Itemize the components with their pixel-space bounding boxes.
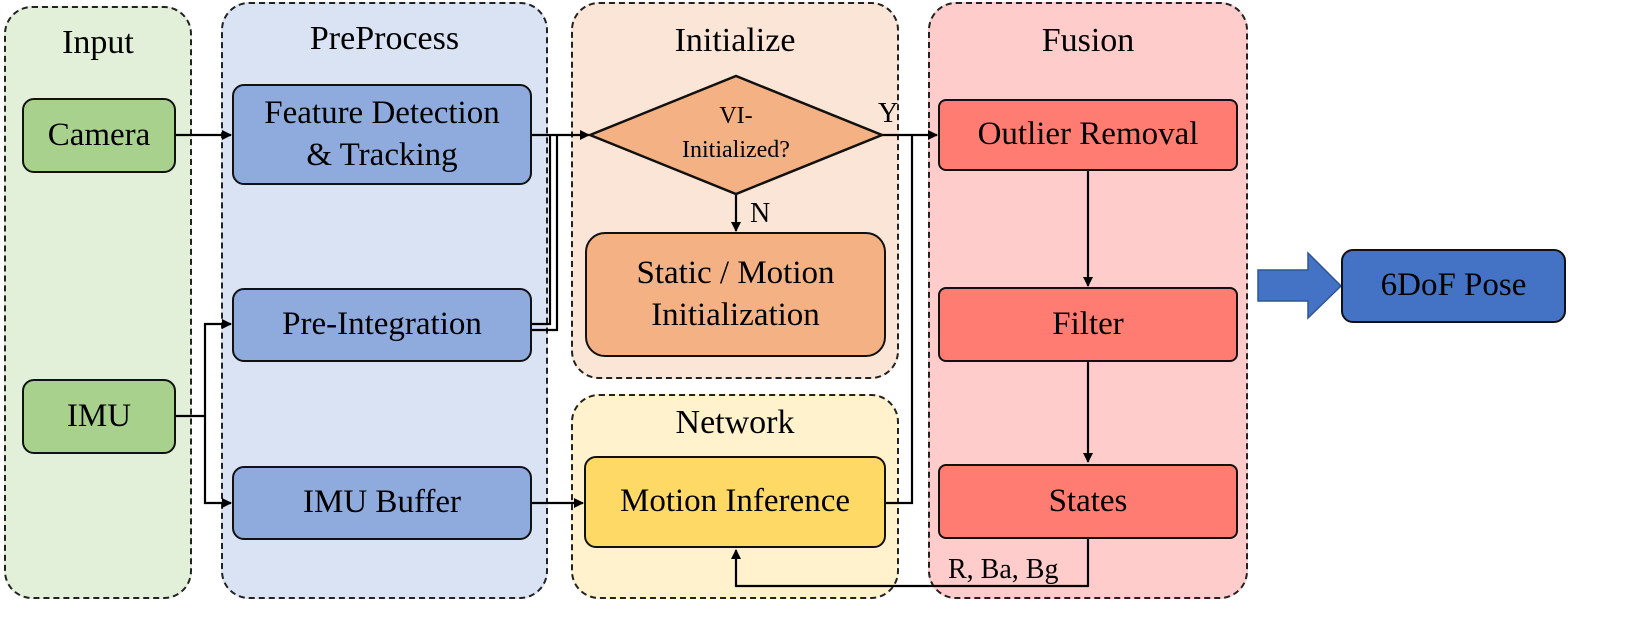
states-feedback-label: R, Ba, Bg (948, 554, 1059, 585)
no-label: N (750, 198, 771, 229)
camera-node: Camera (22, 98, 176, 173)
feature-detection-line2: & Tracking (306, 136, 458, 173)
feature-detection-node: Feature Detection & Tracking (232, 84, 532, 185)
pose-output-node: 6DoF Pose (1341, 249, 1566, 323)
imu-node: IMU (22, 379, 176, 454)
edge-imu-buffer (203, 416, 232, 508)
vi-initialized-line2: Initialized? (682, 136, 790, 163)
group-initialize-title: Initialize (674, 22, 796, 59)
edge-states-feedback (731, 539, 1090, 588)
imu-buffer-node: IMU Buffer (232, 466, 532, 540)
static-motion-init-node: Static / Motion Initialization (585, 232, 886, 357)
motion-inference-node: Motion Inference (584, 456, 886, 548)
feature-detection-line1: Feature Detection (264, 95, 500, 132)
group-input-title: Input (62, 24, 134, 61)
filter-node: Filter (938, 287, 1238, 362)
yes-label: Y (878, 98, 899, 129)
group-fusion-title: Fusion (1041, 22, 1135, 59)
edge-preint-diamond-a (532, 135, 552, 326)
edge-imu-preintegration (203, 319, 232, 416)
outlier-removal-node: Outlier Removal (938, 99, 1238, 171)
group-network-title: Network (675, 404, 795, 441)
states-node: States (938, 464, 1238, 539)
vi-initialized-label: VI- Initialized? (650, 100, 822, 167)
static-motion-line1: Static / Motion (636, 255, 835, 292)
group-preprocess-title: PreProcess (309, 20, 460, 57)
vi-initialized-diamond (586, 74, 886, 196)
vi-initialized-line1: VI- (719, 103, 753, 129)
static-motion-line2: Initialization (651, 296, 820, 333)
output-arrow (1257, 251, 1343, 320)
edge-inference-outlier (886, 135, 914, 505)
edge-preint-diamond-b (532, 135, 559, 332)
pre-integration-node: Pre-Integration (232, 288, 532, 362)
